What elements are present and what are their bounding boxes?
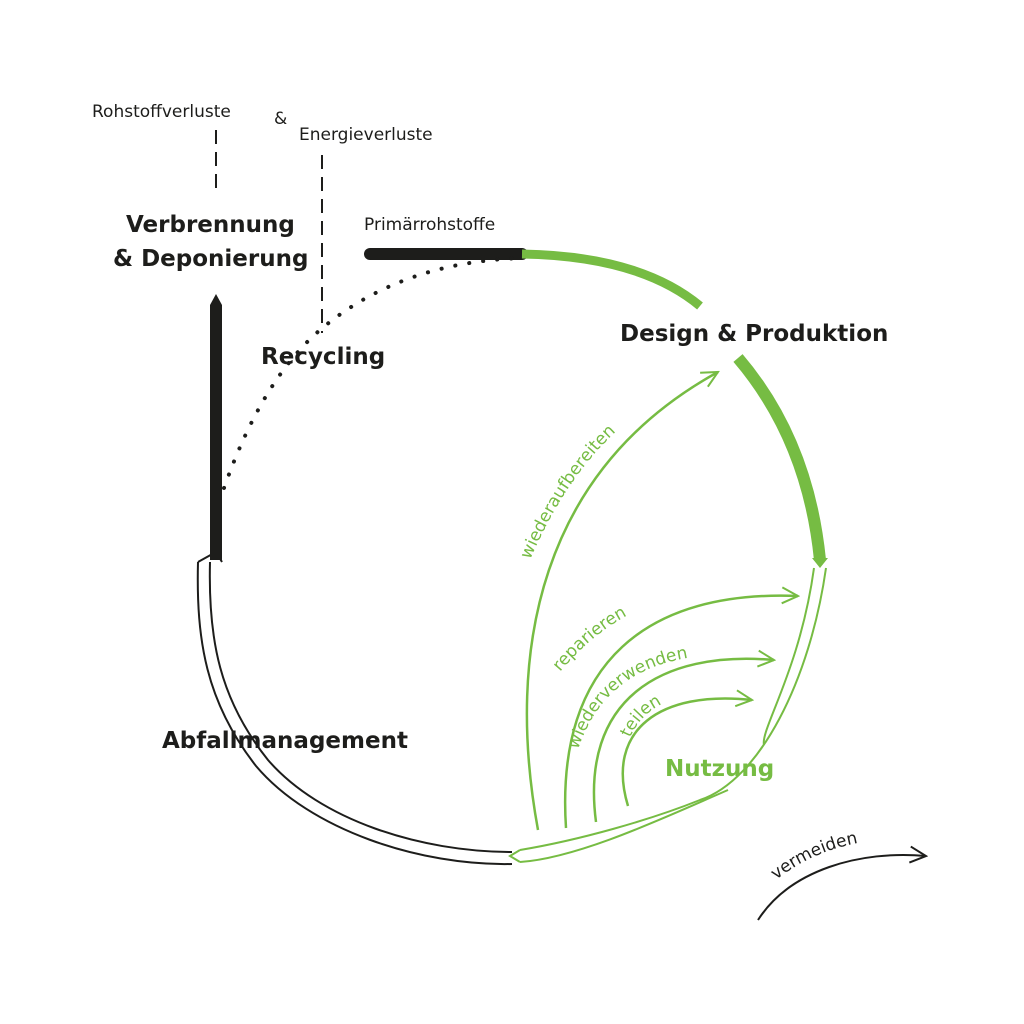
green-band-right-tip <box>812 558 828 568</box>
design-production-label: Design & Produktion <box>620 321 888 347</box>
waste-management-label: Abfallmanagement <box>162 728 408 754</box>
green-band-right <box>733 354 826 561</box>
green-hollow-band-outer <box>519 567 827 851</box>
repair-loop <box>563 596 798 829</box>
repair-label: reparieren <box>549 602 630 675</box>
remanufacture-label: wiederaufbereiten <box>516 421 619 562</box>
reuse-loop <box>592 659 774 823</box>
incineration-label-line2: & Deponierung <box>113 246 308 272</box>
incineration-label-line1: Verbrennung <box>126 212 295 238</box>
energy-losses-label: Energieverluste <box>299 125 433 145</box>
avoid-label: vermeiden <box>767 828 859 884</box>
remanufacture-label-path: wiederaufbereiten <box>516 421 619 562</box>
repair-label-path: reparieren <box>549 602 630 675</box>
share-loop <box>621 698 752 807</box>
ampersand-label: & <box>274 109 287 129</box>
share-label: teilen <box>616 691 664 740</box>
remanufacture-loop <box>525 370 718 831</box>
black-hollow-band-outer <box>208 561 513 853</box>
avoid-label-path: vermeiden <box>767 828 859 884</box>
incineration-bar-tip <box>210 294 222 305</box>
usage-label: Nutzung <box>665 756 774 782</box>
recycling-dotted-arc <box>222 256 524 490</box>
recycling-label: Recycling <box>261 344 385 370</box>
black-hollow-band-inner <box>196 561 513 866</box>
raw-material-losses-label: Rohstoffverluste <box>92 102 231 122</box>
green-hollow-band-tip <box>508 849 521 863</box>
green-band-top <box>521 249 703 310</box>
primary-raw-materials-label: Primärrohstoffe <box>364 215 495 235</box>
share-label-path: teilen <box>616 691 664 740</box>
avoid-arrow <box>757 855 926 921</box>
green-hollow-band-inner <box>519 567 815 863</box>
